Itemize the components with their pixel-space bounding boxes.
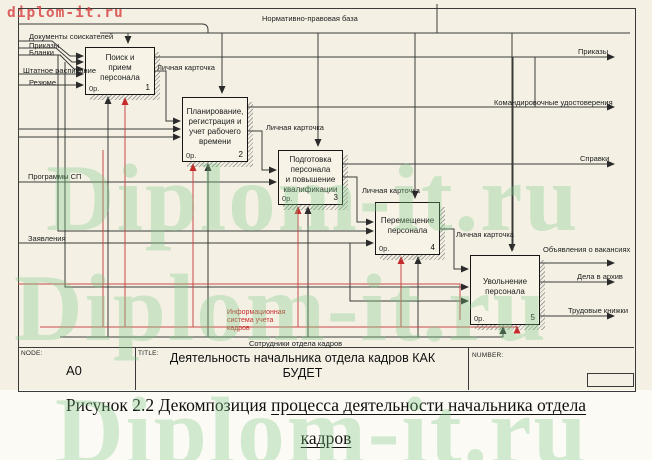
title-number-divider xyxy=(468,347,469,390)
input-label-programs: Программы СП xyxy=(28,172,82,181)
caption-lead: Рисунок 2.2 Декомпозиция xyxy=(65,395,272,415)
node-label: NODE: xyxy=(21,350,43,357)
activity-box-4-label: Перемещение персонала xyxy=(380,215,435,235)
flow-label-personal-card-4: Личная карточка xyxy=(456,230,514,239)
output-label-vacancies: Объявления о вакансиях xyxy=(543,245,631,254)
title-label: TITLE: xyxy=(138,350,159,357)
figure-caption-line2: кадров xyxy=(0,428,652,449)
caption-underlined: процесса деятельности начальника отдела xyxy=(271,395,587,415)
input-label-staffing: Штатное расписание xyxy=(23,66,97,75)
activity-box-1: Поиск и прием персонала 0р. 1 xyxy=(85,47,155,95)
input-label-documents: Документы соискателей xyxy=(29,32,114,41)
diagram-frame xyxy=(18,8,636,392)
output-label-travel-certificates: Командировочные удостоверения xyxy=(494,98,613,107)
node-title-divider xyxy=(135,347,136,390)
activity-box-3-label: Подготовка персонала и повышение квалифи… xyxy=(283,154,338,194)
activity-box-2-cost: 0р. xyxy=(186,150,197,160)
figure-caption-line1: Рисунок 2.2 Декомпозиция процесса деятел… xyxy=(0,395,652,416)
caption-zone xyxy=(0,390,652,460)
activity-box-4-cost: 0р. xyxy=(379,243,390,253)
output-label-archive: Дела в архив xyxy=(577,272,623,281)
title-value: Деятельность начальника отдела кадров КА… xyxy=(169,351,436,380)
activity-box-3-cost: 0р. xyxy=(282,193,293,203)
flow-label-personal-card-3: Личная карточка xyxy=(362,186,420,195)
activity-box-3: Подготовка персонала и повышение квалифи… xyxy=(278,150,343,205)
output-label-workbooks: Трудовые книжки xyxy=(568,306,629,315)
control-label-normative-base: Нормативно-правовая база xyxy=(262,14,358,23)
activity-box-5: Увольнение персонала 0р. 5 xyxy=(470,255,540,325)
activity-box-1-cost: 0р. xyxy=(89,83,100,93)
input-label-resume: Резюме xyxy=(29,78,56,87)
red-watermark: diplom-it.ru xyxy=(7,5,124,21)
mechanism-label-info-system: Информационная система учета кадров xyxy=(227,309,286,333)
input-label-blanks: Бланки xyxy=(29,48,54,57)
activity-box-1-label: Поиск и прием персонала xyxy=(100,53,140,82)
activity-box-2: Планирование, регистрация и учет рабочег… xyxy=(182,97,248,162)
input-label-applications: Заявления xyxy=(28,234,66,243)
output-label-orders: Приказы xyxy=(578,47,609,56)
title-bar-divider xyxy=(18,347,634,348)
mechanism-label-hr-staff: Сотрудники отдела кадров xyxy=(249,339,343,348)
activity-box-2-number: 2 xyxy=(238,150,243,159)
activity-box-1-number: 1 xyxy=(145,83,150,92)
number-cell-box xyxy=(587,373,634,387)
caption-underlined-2: кадров xyxy=(300,428,352,448)
node-value: A0 xyxy=(66,363,82,378)
flow-label-personal-card-1: Личная карточка xyxy=(157,63,215,72)
activity-box-5-cost: 0р. xyxy=(474,313,485,323)
output-label-references: Справки xyxy=(580,154,610,163)
activity-box-2-label: Планирование, регистрация и учет рабочег… xyxy=(186,106,244,146)
activity-box-3-number: 3 xyxy=(333,193,338,202)
flow-label-personal-card-2: Личная карточка xyxy=(266,123,324,132)
input-label-orders: Приказы xyxy=(29,41,60,50)
activity-box-5-number: 5 xyxy=(530,313,535,322)
activity-box-5-label: Увольнение персонала xyxy=(482,277,528,296)
number-label: NUMBER: xyxy=(472,352,504,359)
activity-box-4-number: 4 xyxy=(430,243,435,252)
activity-box-4: Перемещение персонала 0р. 4 xyxy=(375,202,440,255)
